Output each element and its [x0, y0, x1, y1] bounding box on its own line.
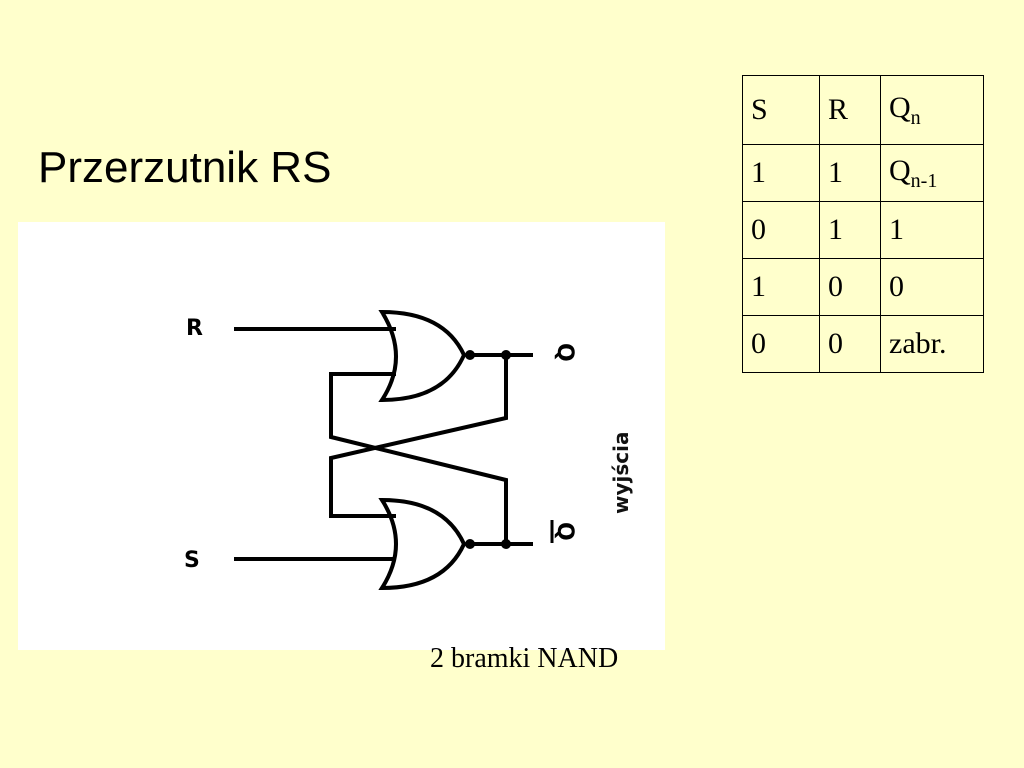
slide-title: Przerzutnik RS: [38, 143, 332, 192]
header-q-text: Q: [889, 90, 911, 124]
header-q: Qn: [880, 75, 984, 145]
table-header-row: S R Qn: [742, 75, 984, 145]
cell-q: Qn-1: [880, 144, 984, 202]
feedback-wire-qbar: [329, 372, 508, 544]
table-row: 0 1 1: [742, 201, 984, 259]
rs-flipflop-diagram: R S Q Q wyjścia: [18, 222, 665, 650]
cell-r: 1: [819, 144, 881, 202]
truth-table: S R Qn 1 1 Qn-1 0 1 1 1 0 0 0 0 zabr.: [742, 75, 984, 373]
cell-s: 1: [742, 144, 820, 202]
circuit-svg: R S Q Q wyjścia: [184, 309, 633, 591]
table-row: 1 1 Qn-1: [742, 144, 984, 202]
outputs-label: wyjścia: [609, 432, 633, 514]
cell-s: 1: [742, 258, 820, 316]
input-s-label: S: [184, 548, 200, 573]
cell-s: 0: [742, 315, 820, 373]
header-q-sub: n: [910, 106, 921, 129]
cell-q: 0: [880, 258, 984, 316]
feedback-wire-q: [329, 355, 508, 518]
output-qbar-label: Q: [552, 522, 577, 541]
table-row: 1 0 0: [742, 258, 984, 316]
cell-q-text: Q: [889, 153, 911, 187]
nand-gate-top: [378, 309, 467, 403]
output-q-label: Q: [552, 343, 577, 362]
cell-q: 1: [880, 201, 984, 259]
cell-r: 1: [819, 201, 881, 259]
cell-s: 0: [742, 201, 820, 259]
header-s: S: [742, 75, 820, 145]
cell-r: 0: [819, 315, 881, 373]
header-r: R: [819, 75, 881, 145]
cell-r: 0: [819, 258, 881, 316]
input-r-label: R: [186, 316, 203, 341]
diagram-caption: 2 bramki NAND: [430, 643, 619, 674]
table-row: 0 0 zabr.: [742, 315, 984, 373]
cell-q: zabr.: [880, 315, 984, 373]
cell-q-sub: n-1: [910, 169, 938, 192]
nand-gate-bottom: [378, 497, 467, 591]
